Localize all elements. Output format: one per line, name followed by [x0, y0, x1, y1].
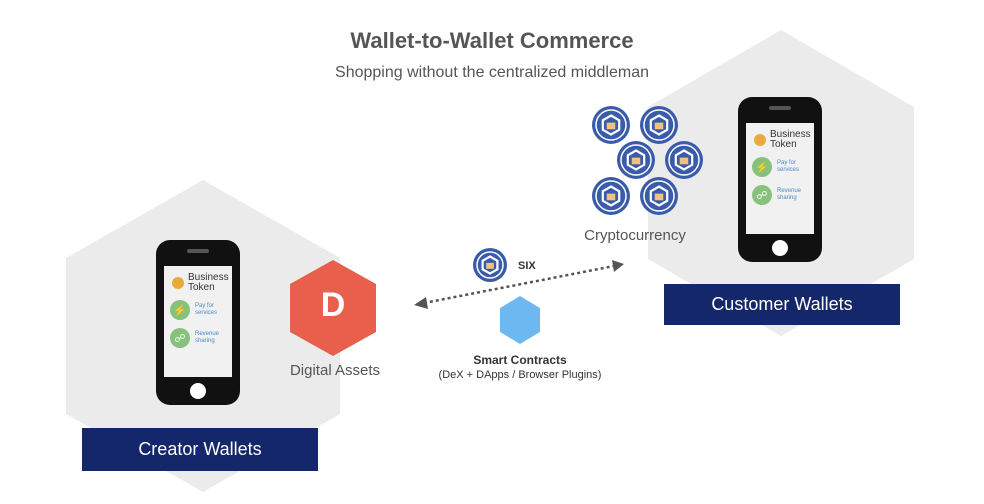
smart-contracts-title: Smart Contracts [473, 353, 567, 367]
page-title: Wallet-to-Wallet Commerce [350, 28, 634, 53]
customer-wallets-banner: Customer Wallets [664, 284, 900, 325]
business-token-icon [172, 277, 184, 289]
smart-contracts-subtitle: (DeX + DApps / Browser Plugins) [438, 369, 602, 381]
transfer-arrow-line [423, 264, 615, 305]
cryptocurrency-label: Cryptocurrency [584, 227, 686, 244]
phone-speaker [187, 249, 209, 253]
digital-assets-letter: D [320, 286, 346, 324]
business-token-icon [754, 134, 766, 146]
smart-contract-hexagon [500, 296, 540, 344]
lightning-icon: ⚡ [170, 300, 190, 320]
link-icon: ☍ [752, 185, 772, 205]
business-token-label: Business Token [188, 272, 229, 293]
arrow-head-right [612, 260, 624, 272]
six-coin-icon [473, 248, 507, 282]
link-icon: ☍ [170, 328, 190, 348]
lightning-icon: ⚡ [752, 157, 772, 177]
revenue-sharing-label: Revenue sharing [195, 331, 220, 344]
digital-assets-hexagon [290, 260, 376, 356]
pay-services-label: Pay for services [777, 160, 800, 173]
business-token-label: Business Token [770, 129, 811, 150]
phone-screen: Business Token ⚡ Pay for services ☍ Reve… [746, 123, 814, 234]
revenue-sharing-label: Revenue sharing [777, 188, 802, 201]
six-coin-icon [617, 141, 655, 179]
phone-speaker [769, 106, 791, 110]
arrow-head-left [414, 297, 428, 309]
phone-home-button [772, 240, 788, 256]
phone-home-button [190, 383, 206, 399]
six-coin-icon [640, 106, 678, 144]
six-coin-icon [640, 177, 678, 215]
six-coin-icon [665, 141, 703, 179]
pay-services-label: Pay for services [195, 303, 218, 316]
creator-phone: Business Token ⚡ Pay for services ☍ Reve… [156, 240, 240, 405]
creator-wallets-banner: Creator Wallets [82, 428, 318, 471]
phone-screen: Business Token ⚡ Pay for services ☍ Reve… [164, 266, 232, 377]
six-coin-icon [592, 177, 630, 215]
digital-assets-label: Digital Assets [289, 362, 381, 379]
six-coin-icon [592, 106, 630, 144]
customer-phone: Business Token ⚡ Pay for services ☍ Reve… [738, 97, 822, 262]
six-label: SIX [518, 260, 536, 272]
page-subtitle: Shopping without the centralized middlem… [335, 64, 649, 81]
